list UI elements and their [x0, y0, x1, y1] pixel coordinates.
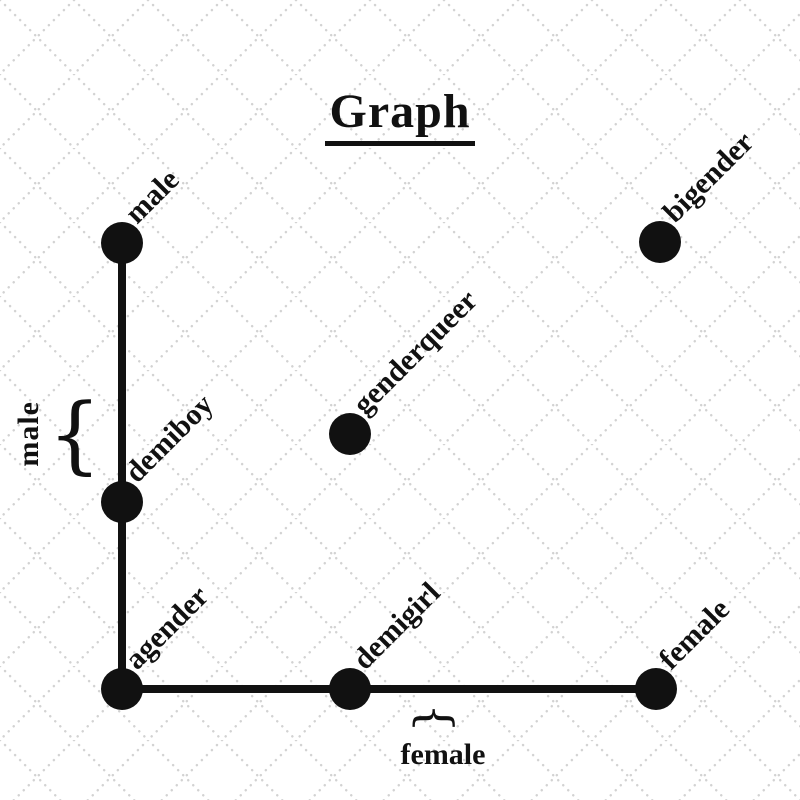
node-male	[101, 222, 143, 264]
diagram-title-text: Graph	[325, 84, 475, 146]
node-genderqueer	[329, 413, 371, 455]
male-axis-label: male	[12, 401, 45, 468]
node-label-demiboy: demiboy	[119, 388, 220, 489]
node-agender	[101, 668, 143, 710]
left-brace-glyph: {	[48, 385, 102, 483]
diagram-title: Graph	[0, 84, 800, 146]
node-label-male: male	[119, 163, 186, 230]
node-label-female: female	[653, 593, 736, 676]
node-label-bigender: bigender	[657, 125, 760, 228]
node-label-genderqueer: genderqueer	[347, 284, 484, 421]
node-female	[635, 668, 677, 710]
female-axis-label: female	[400, 738, 486, 771]
male-axis-annotation: male {	[12, 385, 102, 483]
node-label-agender: agender	[119, 580, 215, 676]
node-demigirl	[329, 668, 371, 710]
node-label-demigirl: demigirl	[347, 576, 447, 676]
node-demiboy	[101, 481, 143, 523]
node-bigender	[639, 221, 681, 263]
